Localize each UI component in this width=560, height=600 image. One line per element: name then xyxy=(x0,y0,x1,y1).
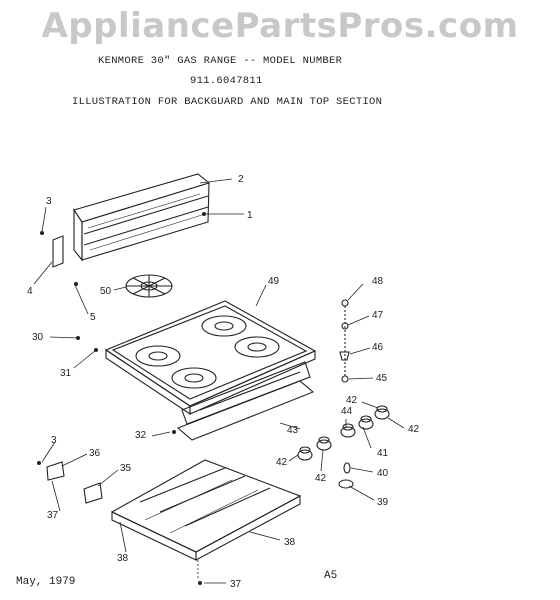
callout-39: 39 xyxy=(377,497,389,508)
callout-5: 5 xyxy=(90,312,96,323)
callout-46: 46 xyxy=(372,342,384,353)
callout-40: 40 xyxy=(377,468,389,479)
valve-stack xyxy=(339,299,350,383)
trim-strip xyxy=(176,380,315,441)
callout-41: 41 xyxy=(377,448,389,459)
burner-grate xyxy=(125,274,173,298)
callout-32: 32 xyxy=(135,430,147,441)
sheet-code: A5 xyxy=(324,570,338,582)
callout-35: 3 xyxy=(51,435,57,446)
model-number: 911.6047811 xyxy=(190,75,263,87)
callout-34: 36 xyxy=(89,448,101,459)
callout-42-mid: 42 xyxy=(315,473,327,484)
callout-50: 50 xyxy=(100,286,112,297)
callout-33: 35 xyxy=(120,463,132,474)
bracket-33 xyxy=(83,482,103,504)
burner-box xyxy=(110,459,302,561)
callout-37: 37 xyxy=(230,579,242,590)
watermark: AppliancePartsPros.com xyxy=(41,6,519,46)
main-top xyxy=(104,300,317,416)
issue-date: May, 1979 xyxy=(16,576,76,588)
knobs xyxy=(297,405,390,489)
callout-42-right: 42 xyxy=(408,424,420,435)
end-cap xyxy=(52,235,64,268)
valve-panel xyxy=(181,361,311,425)
callout-47: 47 xyxy=(372,310,384,321)
callout-36: 37 xyxy=(47,510,59,521)
callout-3: 3 xyxy=(46,196,52,207)
callout-30: 30 xyxy=(32,332,44,343)
callout-42-top: 42 xyxy=(346,395,358,406)
callout-31: 31 xyxy=(60,368,72,379)
callout-2: 2 xyxy=(238,174,244,185)
callout-38: 38 xyxy=(284,537,296,548)
callout-43: 43 xyxy=(287,425,299,436)
callout-42-left: 42 xyxy=(276,457,288,468)
backguard xyxy=(73,173,211,262)
fasteners xyxy=(37,212,206,585)
bracket-34 xyxy=(46,461,65,481)
callout-48: 48 xyxy=(372,276,384,287)
callout-44: 44 xyxy=(341,406,353,417)
callout-3-lower: 38 xyxy=(117,553,129,564)
callout-4: 4 xyxy=(27,286,33,297)
callout-labels: 2 1 3 4 5 50 49 30 31 32 43 48 47 46 45 … xyxy=(27,174,420,590)
callout-1: 1 xyxy=(247,210,253,221)
illustration-title: ILLUSTRATION FOR BACKGUARD AND MAIN TOP … xyxy=(72,96,383,108)
callout-49: 49 xyxy=(268,276,280,287)
callout-45: 45 xyxy=(376,373,388,384)
model-title: KENMORE 30" GAS RANGE -- MODEL NUMBER xyxy=(98,55,343,67)
leader-lines xyxy=(33,178,405,584)
